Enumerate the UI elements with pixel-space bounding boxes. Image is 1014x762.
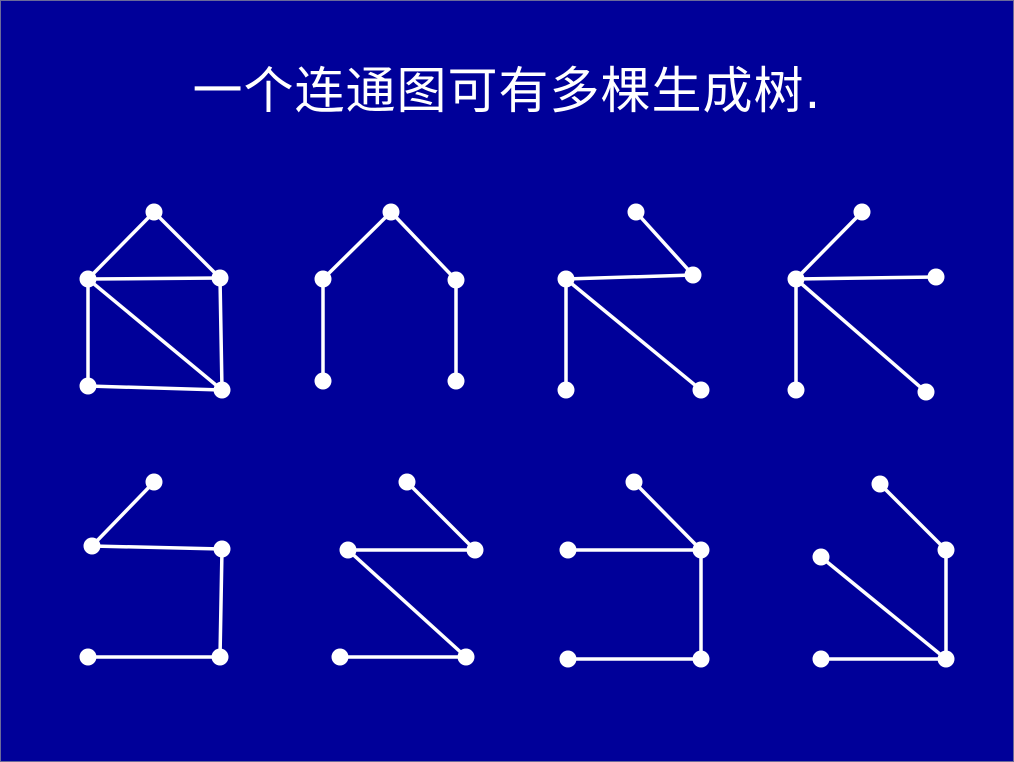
original-graph-node-3 xyxy=(79,377,97,395)
spanning-tree-3-node-4 xyxy=(917,383,935,401)
original-graph-edge-0 xyxy=(86,210,156,281)
spanning-tree-1 xyxy=(314,203,465,390)
spanning-tree-3-edge-0 xyxy=(794,210,864,281)
spanning-tree-7-edge-2 xyxy=(819,555,948,661)
spanning-tree-6-node-4 xyxy=(692,650,710,668)
spanning-tree-4-node-0 xyxy=(145,473,163,491)
spanning-tree-1-edge-1 xyxy=(389,210,458,282)
spanning-tree-2-edge-3 xyxy=(564,277,703,392)
spanning-tree-4-node-4 xyxy=(211,648,229,666)
spanning-tree-2-node-2 xyxy=(684,266,702,284)
spanning-tree-4-node-1 xyxy=(83,537,101,555)
spanning-tree-1-node-0 xyxy=(382,203,400,221)
spanning-tree-7-node-2 xyxy=(937,541,955,559)
spanning-tree-5-node-3 xyxy=(331,648,349,666)
spanning-tree-4 xyxy=(79,473,231,666)
spanning-tree-7-node-4 xyxy=(937,650,955,668)
spanning-tree-2-node-4 xyxy=(692,381,710,399)
original-graph-node-0 xyxy=(145,203,163,221)
spanning-tree-2-node-3 xyxy=(557,381,575,399)
spanning-tree-6-node-3 xyxy=(559,650,577,668)
spanning-tree-1-node-1 xyxy=(314,270,332,288)
spanning-tree-2-node-1 xyxy=(557,270,575,288)
spanning-tree-4-edge-1 xyxy=(90,544,224,551)
original-graph-edge-4 xyxy=(86,277,224,392)
spanning-tree-3-node-2 xyxy=(927,268,945,286)
spanning-tree-6-edge-0 xyxy=(632,480,703,552)
original-graph-node-1 xyxy=(79,270,97,288)
spanning-tree-4-edge-0 xyxy=(90,480,156,548)
spanning-tree-3 xyxy=(787,203,945,401)
spanning-tree-5-node-0 xyxy=(398,473,416,491)
spanning-tree-6-node-0 xyxy=(625,473,643,491)
spanning-tree-7-edge-0 xyxy=(878,482,948,552)
spanning-tree-2-edge-0 xyxy=(634,210,695,277)
spanning-tree-1-node-2 xyxy=(447,271,465,289)
spanning-tree-4-node-2 xyxy=(213,540,231,558)
spanning-tree-1-node-3 xyxy=(314,372,332,390)
spanning-tree-2 xyxy=(557,203,710,399)
spanning-tree-2-node-0 xyxy=(627,203,645,221)
spanning-tree-5-node-2 xyxy=(466,541,484,559)
spanning-tree-5-edge-0 xyxy=(405,480,477,552)
spanning-tree-3-node-3 xyxy=(787,381,805,399)
spanning-tree-3-edge-3 xyxy=(794,277,928,394)
spanning-tree-7 xyxy=(812,475,955,668)
spanning-tree-5-node-1 xyxy=(339,541,357,559)
spanning-tree-2-edge-1 xyxy=(564,273,695,281)
spanning-tree-5 xyxy=(331,473,484,666)
spanning-tree-3-node-1 xyxy=(787,270,805,288)
original-graph-edge-2 xyxy=(86,276,222,281)
spanning-tree-5-edge-2 xyxy=(346,548,468,659)
original-graph xyxy=(79,203,231,399)
original-graph-node-2 xyxy=(211,269,229,287)
spanning-tree-7-node-0 xyxy=(871,475,889,493)
spanning-tree-4-edge-2 xyxy=(218,547,224,659)
spanning-tree-1-edge-0 xyxy=(321,210,393,281)
spanning-tree-3-node-0 xyxy=(853,203,871,221)
spanning-tree-6 xyxy=(559,473,710,668)
spanning-tree-7-node-3 xyxy=(812,650,830,668)
spanning-tree-3-edge-1 xyxy=(794,275,938,281)
spanning-tree-7-node-1 xyxy=(812,548,830,566)
spanning-tree-6-node-1 xyxy=(559,541,577,559)
original-graph-edge-1 xyxy=(152,210,222,280)
spanning-tree-6-node-2 xyxy=(692,541,710,559)
original-graph-edge-5 xyxy=(218,276,224,392)
spanning-tree-1-node-4 xyxy=(447,372,465,390)
slide-title: 一个连通图可有多棵生成树. xyxy=(192,62,822,120)
spanning-tree-5-node-4 xyxy=(457,648,475,666)
spanning-tree-4-node-3 xyxy=(79,648,97,666)
original-graph-node-4 xyxy=(213,381,231,399)
original-graph-edge-6 xyxy=(86,384,224,392)
